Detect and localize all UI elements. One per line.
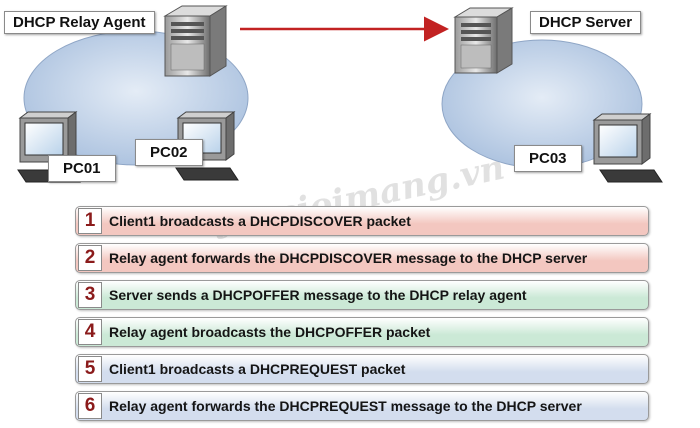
relay-agent-label: DHCP Relay Agent	[4, 11, 155, 34]
relay-server-icon	[163, 5, 228, 77]
step-row: 2 Relay agent forwards the DHCPDISCOVER …	[75, 243, 649, 273]
step-row: 6 Relay agent forwards the DHCPREQUEST m…	[75, 391, 649, 421]
step-number: 4	[78, 319, 102, 345]
step-text: Relay agent forwards the DHCPREQUEST mes…	[109, 398, 582, 414]
step-row: 4 Relay agent broadcasts the DHCPOFFER p…	[75, 317, 649, 347]
step-text: Relay agent broadcasts the DHCPOFFER pac…	[109, 324, 431, 340]
step-row: 5 Client1 broadcasts a DHCPREQUEST packe…	[75, 354, 649, 384]
dhcp-server-label: DHCP Server	[530, 11, 642, 34]
network-drawing	[17, 5, 663, 183]
step-number: 1	[78, 208, 102, 234]
steps-list: 1 Client1 broadcasts a DHCPDISCOVER pack…	[75, 206, 649, 428]
pc02-label: PC02	[135, 139, 203, 166]
step-text: Client1 broadcasts a DHCPDISCOVER packet	[109, 213, 411, 229]
step-text: Relay agent forwards the DHCPDISCOVER me…	[109, 250, 588, 266]
step-number: 6	[78, 393, 102, 419]
step-number: 2	[78, 245, 102, 271]
step-row: 3 Server sends a DHCPOFFER message to th…	[75, 280, 649, 310]
pc03-computer-icon	[592, 113, 663, 183]
dhcp-server-icon	[453, 7, 514, 74]
step-number: 5	[78, 356, 102, 382]
step-number: 3	[78, 282, 102, 308]
pc03-label: PC03	[514, 145, 582, 172]
step-text: Server sends a DHCPOFFER message to the …	[109, 287, 527, 303]
step-text: Client1 broadcasts a DHCPREQUEST packet	[109, 361, 406, 377]
step-row: 1 Client1 broadcasts a DHCPDISCOVER pack…	[75, 206, 649, 236]
pc01-label: PC01	[48, 155, 116, 182]
